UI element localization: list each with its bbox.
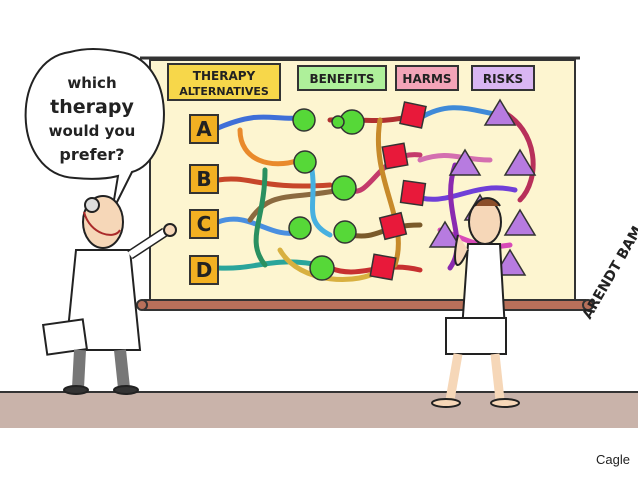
header-risks: RISKS	[471, 65, 535, 91]
option-box-c	[189, 209, 219, 239]
option-b-label: B	[196, 167, 211, 191]
chart-bottom-roller	[139, 299, 591, 311]
option-a-label: A	[196, 117, 212, 141]
harm-markers	[369, 101, 427, 281]
doctor-figure	[41, 195, 177, 395]
option-box-b	[189, 164, 219, 194]
speech-line-1: which	[67, 74, 116, 92]
benefit-markers	[288, 108, 365, 281]
header-therapy-line2: ALTERNATIVES	[179, 85, 269, 98]
artist-signature: ARENDT BAM	[580, 224, 638, 322]
header-benefits: BENEFITS	[297, 65, 387, 91]
option-box-a	[189, 114, 219, 144]
header-therapy-alternatives: THERAPY ALTERNATIVES	[167, 63, 281, 101]
header-harms: HARMS	[395, 65, 459, 91]
header-therapy-line1: THERAPY	[193, 69, 256, 83]
header-harms-label: HARMS	[402, 72, 451, 86]
speech-bubble: which therapy would you prefer?	[24, 48, 165, 213]
header-risks-label: RISKS	[483, 72, 523, 86]
header-benefits-label: BENEFITS	[309, 72, 374, 86]
image-credit: Cagle	[596, 452, 630, 467]
option-box-d	[189, 255, 219, 285]
speech-line-3: would you	[49, 122, 136, 140]
patient-figure	[431, 197, 520, 408]
speech-line-2: therapy	[50, 96, 134, 118]
option-d-label: D	[196, 258, 213, 282]
speech-line-4: prefer?	[59, 145, 124, 164]
option-boxes: A B C D	[189, 114, 219, 285]
floor	[0, 392, 638, 428]
option-c-label: C	[197, 212, 212, 236]
